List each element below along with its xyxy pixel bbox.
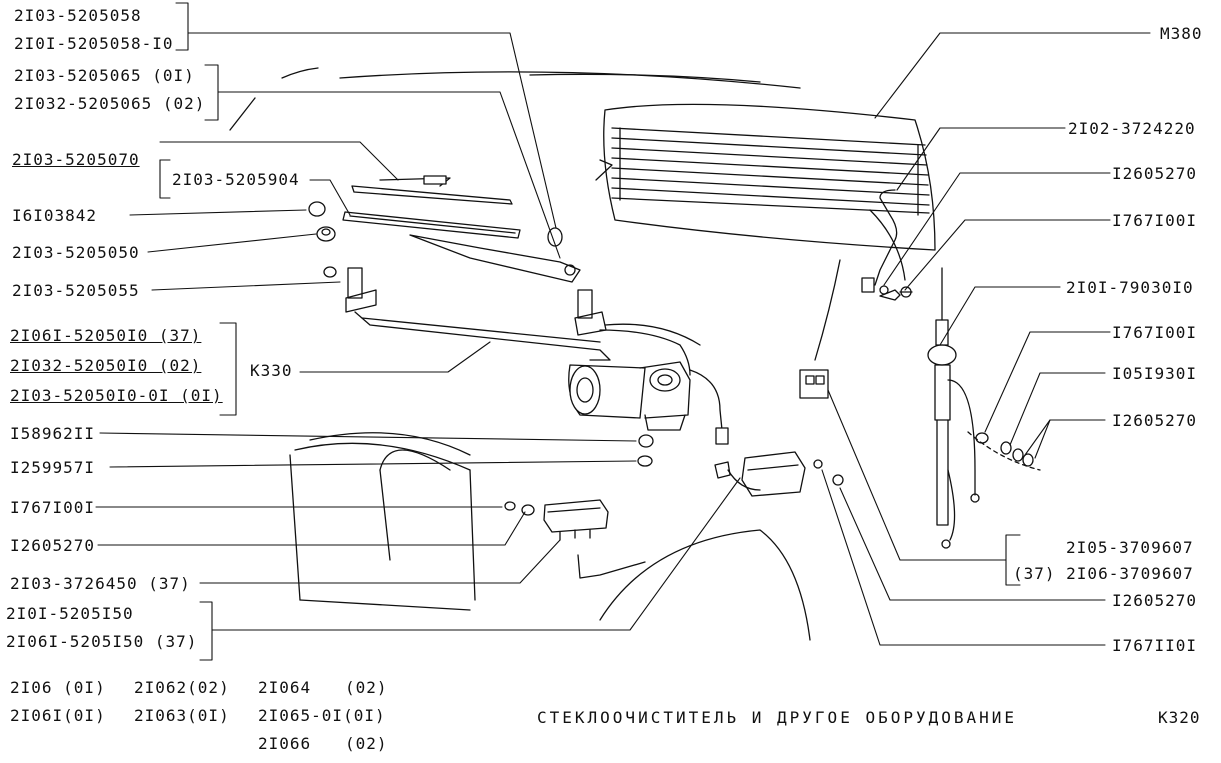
model-code: 2I06I(0I) bbox=[10, 706, 106, 725]
part-label: 2I032-5205065 (02) bbox=[14, 94, 206, 113]
part-label: I259957I bbox=[10, 458, 96, 477]
leader-lines-left bbox=[95, 32, 741, 631]
part-label: 2I03-5205050 bbox=[12, 243, 140, 262]
wiper-linkage bbox=[345, 267, 701, 376]
part-label: I2605270 bbox=[1112, 411, 1198, 430]
leader-lines-right bbox=[821, 32, 1151, 646]
fasteners bbox=[308, 201, 563, 278]
part-label: I6I03842 bbox=[12, 206, 98, 225]
part-label: I767I00I bbox=[1112, 323, 1198, 342]
part-label: I05I930I bbox=[1112, 364, 1198, 383]
rear-window bbox=[595, 103, 936, 251]
model-code: 2I062(02) bbox=[134, 678, 230, 697]
part-label: 2I0I-79030I0 bbox=[1066, 278, 1194, 297]
part-label: (37) 2I06-3709607 bbox=[1013, 564, 1194, 583]
model-code: 2I063(0I) bbox=[134, 706, 230, 725]
relay-left bbox=[504, 499, 646, 579]
heater-wire bbox=[861, 189, 913, 298]
part-label: 2I03-3726450 (37) bbox=[10, 574, 191, 593]
part-label: 2I032-52050I0 (02) bbox=[10, 356, 202, 375]
part-label: I767I00I bbox=[10, 498, 96, 517]
relay-right bbox=[714, 451, 844, 497]
part-label: 2I03-5205058 bbox=[14, 6, 142, 25]
part-label: 2I0I-5205I50 bbox=[6, 604, 134, 623]
part-label: 2I06I-5205I50 (37) bbox=[6, 632, 198, 651]
label-brackets bbox=[159, 2, 1021, 661]
part-label: 2I03-5205904 bbox=[172, 170, 300, 189]
model-code: 2I06 (0I) bbox=[10, 678, 106, 697]
part-label: I58962II bbox=[10, 424, 96, 443]
model-code: 2I065-0I(0I) bbox=[258, 706, 386, 725]
part-label: I2605270 bbox=[1112, 591, 1198, 610]
part-label: 2I03-5205070 bbox=[12, 150, 140, 169]
model-code: (02) bbox=[345, 678, 388, 697]
model-code: 2I066 bbox=[258, 734, 312, 753]
part-label: I767II0I bbox=[1112, 636, 1198, 655]
part-label: I2605270 bbox=[1112, 164, 1198, 183]
antenna bbox=[879, 267, 1041, 549]
part-label: 2I02-3724220 bbox=[1068, 119, 1196, 138]
part-label: K330 bbox=[250, 361, 293, 380]
page-number: K320 bbox=[1158, 708, 1201, 727]
wiper-motor bbox=[568, 361, 729, 445]
part-label: 2I0I-5205058-I0 bbox=[14, 34, 174, 53]
part-label: 2I06I-52050I0 (37) bbox=[10, 326, 202, 345]
car-body-outline bbox=[229, 67, 906, 641]
wiper-blade bbox=[342, 175, 521, 239]
part-label: 2I05-3709607 bbox=[1066, 538, 1194, 557]
switch bbox=[799, 369, 829, 399]
part-label: M380 bbox=[1160, 24, 1203, 43]
page-title: СТЕКЛООЧИСТИТЕЛЬ И ДРУГОЕ ОБОРУДОВАНИЕ bbox=[537, 708, 1018, 727]
model-code: (02) bbox=[345, 734, 388, 753]
part-label: I2605270 bbox=[10, 536, 96, 555]
part-label: 2I03-52050I0-0I (0I) bbox=[10, 386, 223, 405]
part-label: 2I03-5205055 bbox=[12, 281, 140, 300]
model-code: 2I064 bbox=[258, 678, 312, 697]
motor-nuts bbox=[637, 434, 654, 467]
part-label: 2I03-5205065 (0I) bbox=[14, 66, 195, 85]
wiper-arm bbox=[409, 234, 581, 283]
part-label: I767I00I bbox=[1112, 211, 1198, 230]
